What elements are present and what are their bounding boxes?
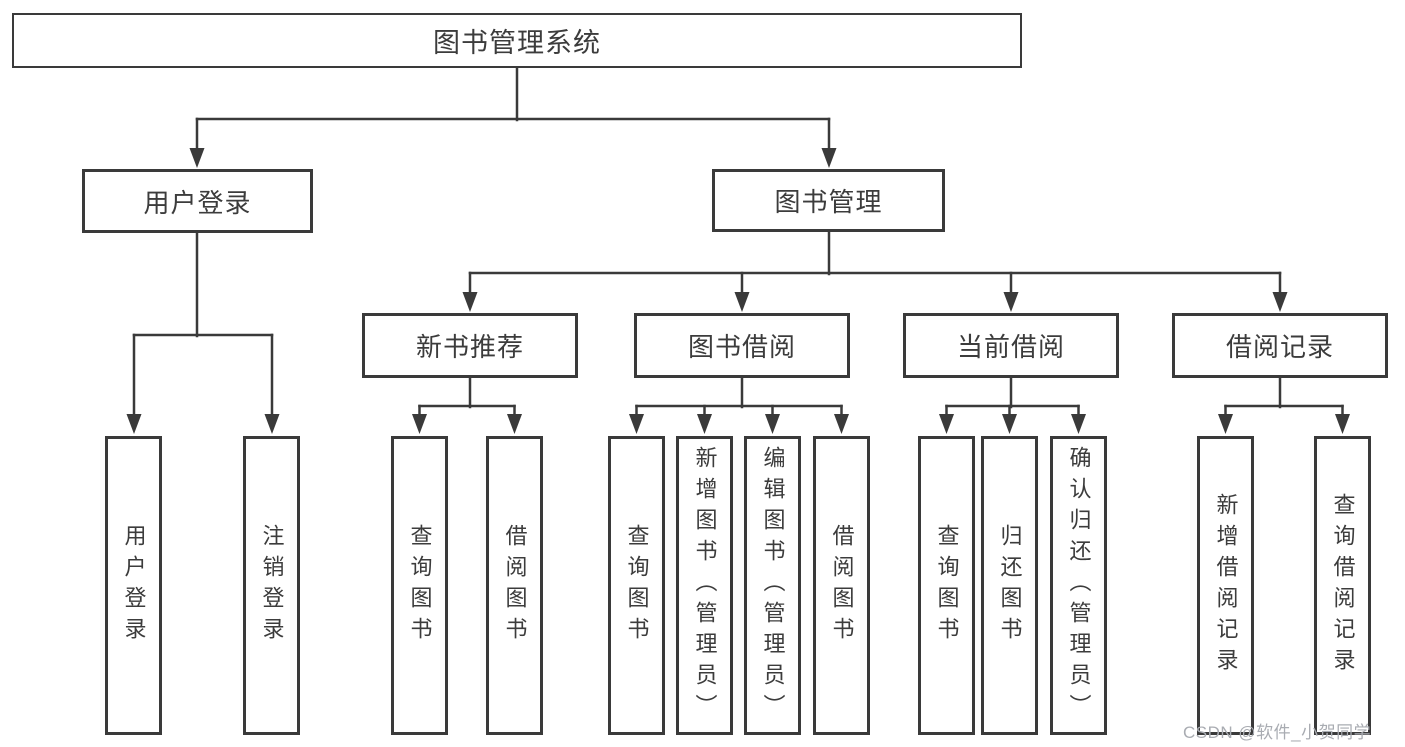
leaf-query-books-borrowing: 查询图书 [608, 436, 665, 735]
leaf-query-borrow-record: 查询借阅记录 [1314, 436, 1371, 735]
leaf-user-login: 用户登录 [105, 436, 162, 735]
leaf-add-book-admin: 新增图书（管理员） [676, 436, 733, 735]
node-new-book-recommendation: 新书推荐 [362, 313, 578, 378]
node-library-management-system: 图书管理系统 [12, 13, 1022, 68]
watermark: CSDN @软件_小贺同学 [1183, 723, 1372, 742]
node-user-login: 用户登录 [82, 169, 313, 233]
leaf-logout-login: 注销登录 [243, 436, 300, 735]
node-book-management: 图书管理 [712, 169, 945, 232]
leaf-query-books-current: 查询图书 [918, 436, 975, 735]
node-current-borrowing: 当前借阅 [903, 313, 1119, 378]
leaf-return-book: 归还图书 [981, 436, 1038, 735]
leaf-add-borrow-record: 新增借阅记录 [1197, 436, 1254, 735]
leaf-borrow-books-borrowing: 借阅图书 [813, 436, 870, 735]
node-borrowing-records: 借阅记录 [1172, 313, 1388, 378]
leaf-confirm-return-admin: 确认归还（管理员） [1050, 436, 1107, 735]
leaf-query-books-recommend: 查询图书 [391, 436, 448, 735]
node-book-borrowing: 图书借阅 [634, 313, 850, 378]
leaf-edit-book-admin: 编辑图书（管理员） [744, 436, 801, 735]
leaf-borrow-books-recommend: 借阅图书 [486, 436, 543, 735]
